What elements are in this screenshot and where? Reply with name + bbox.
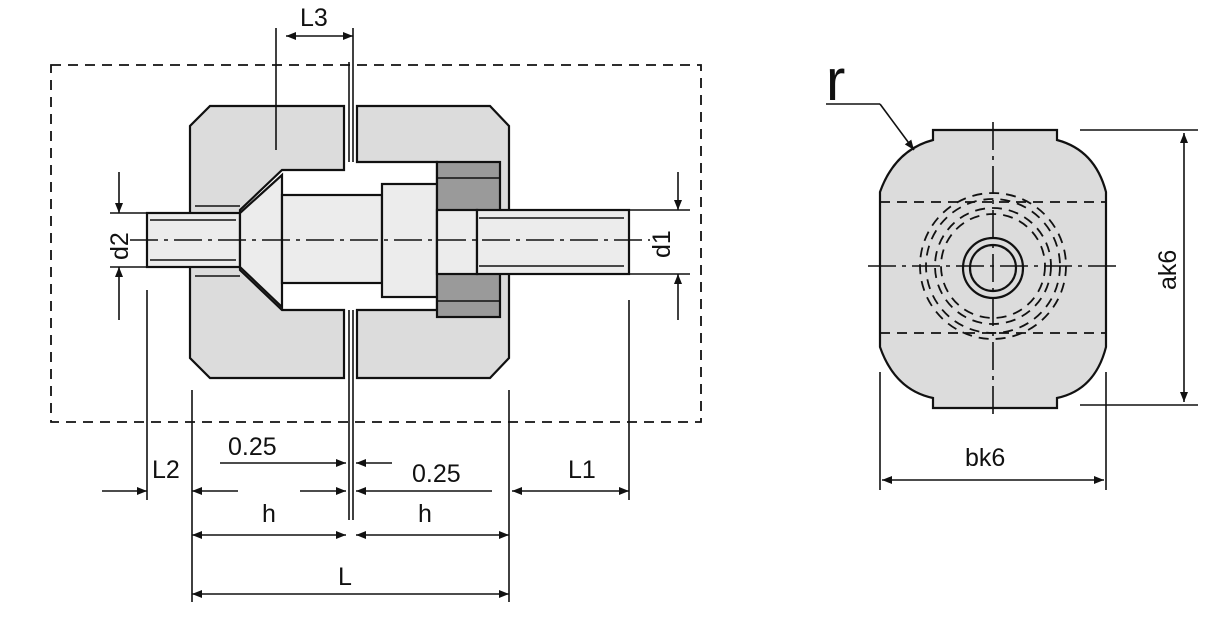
- side-view: L3 d2 d1 0.25 0.25 L2 L1 h: [50, 4, 702, 602]
- gap-right-label: 0.25: [412, 460, 461, 488]
- countersunk-head: [238, 172, 284, 310]
- h-right-label: h: [418, 500, 432, 528]
- L3-label: L3: [300, 4, 328, 32]
- L2-label: L2: [152, 456, 180, 484]
- nut-bore: [435, 208, 479, 276]
- ak6-label: ak6: [1154, 250, 1182, 290]
- end-view: r ak6 bk6: [826, 48, 1198, 490]
- d1-label: d1: [648, 230, 676, 258]
- gap-left-label: 0.25: [228, 433, 277, 461]
- envelope-outline: [50, 64, 702, 423]
- radius-leader-arrow: [879, 103, 915, 151]
- L1-label: L1: [568, 456, 596, 484]
- left-body-block: [188, 104, 346, 380]
- center-shaft: [280, 193, 384, 285]
- d2-label: d2: [106, 232, 134, 260]
- L-label: L: [338, 563, 352, 591]
- radius-label: r: [826, 48, 845, 113]
- bk6-label: bk6: [965, 444, 1005, 472]
- h-left-label: h: [262, 500, 276, 528]
- right-stud: [475, 208, 631, 276]
